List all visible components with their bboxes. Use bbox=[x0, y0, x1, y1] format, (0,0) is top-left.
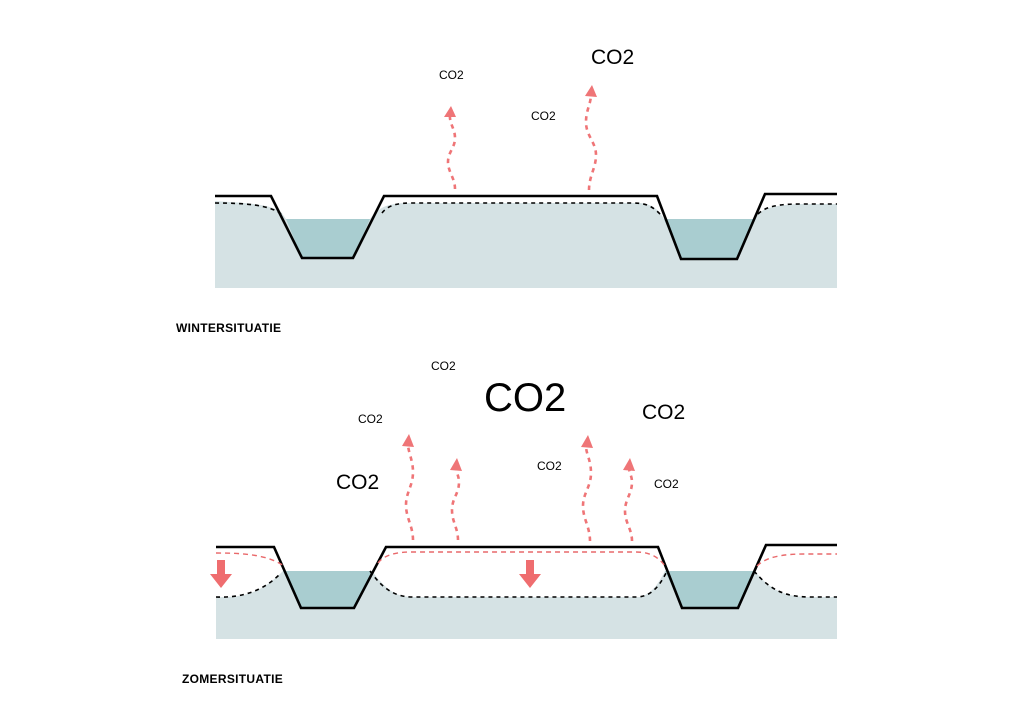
summer-previous-water-table bbox=[215, 551, 837, 567]
summer-caption: ZOMERSITUATIE bbox=[182, 672, 283, 686]
winter-caption: WINTERSITUATIE bbox=[176, 321, 281, 335]
water-level-drop-arrow-icon bbox=[210, 560, 232, 588]
winter-water-table bbox=[214, 202, 837, 217]
water-level-drop-arrow-icon bbox=[519, 560, 541, 588]
summer-co2-label: CO2 bbox=[484, 376, 566, 420]
winter-co2-emission-arrow-icon bbox=[584, 85, 598, 191]
winter-left-ditch-water bbox=[286, 219, 370, 258]
summer-co2-emission-arrow-icon bbox=[623, 458, 635, 542]
summer-ground-surface bbox=[216, 543, 837, 610]
winter-co2-label: CO2 bbox=[439, 68, 464, 82]
summer-co2-emission-arrow-icon bbox=[402, 434, 415, 541]
winter-co2-label: CO2 bbox=[531, 109, 556, 123]
summer-lowered-water-table bbox=[215, 570, 837, 598]
summer-right-ditch-water bbox=[665, 571, 755, 608]
summer-co2-label: CO2 bbox=[537, 459, 562, 473]
summer-co2-label: CO2 bbox=[336, 471, 379, 494]
summer-co2-label: CO2 bbox=[654, 477, 679, 491]
winter-right-ditch-water bbox=[664, 219, 753, 259]
summer-co2-label: CO2 bbox=[431, 359, 456, 373]
winter-co2-label: CO2 bbox=[591, 46, 634, 69]
winter-panel: CO2 CO2 CO2 WINTERSITUATIE bbox=[176, 46, 837, 335]
summer-co2-emission-arrow-icon bbox=[581, 435, 593, 542]
winter-co2-emission-arrow-icon bbox=[444, 106, 457, 190]
summer-left-ditch-water bbox=[283, 571, 372, 608]
summer-panel: CO2 CO2 CO2 CO2 CO2 CO2 CO2 ZOMERSITUATI… bbox=[182, 359, 837, 686]
winter-ground-surface bbox=[215, 192, 837, 261]
summer-co2-label: CO2 bbox=[642, 401, 685, 424]
summer-co2-label: CO2 bbox=[358, 412, 383, 426]
summer-co2-emission-arrow-icon bbox=[450, 458, 462, 541]
